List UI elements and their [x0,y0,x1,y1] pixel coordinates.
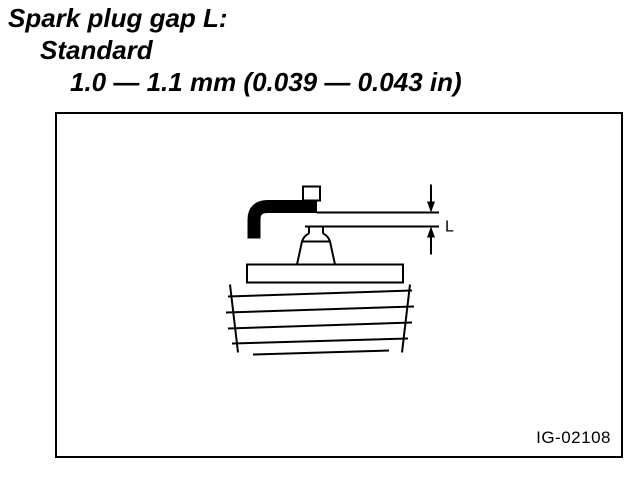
dimension-arrow-bottom [427,226,435,255]
spec-block: Spark plug gap L: Standard 1.0 — 1.1 mm … [0,2,462,98]
figure-frame: L [55,112,623,458]
gap-label: L [445,219,454,236]
insulator-nose [296,232,336,265]
spec-title: Spark plug gap L: [8,3,228,33]
figure-id: IG-02108 [536,428,611,447]
shell-body [246,263,404,284]
spec-subtitle: Standard [40,35,153,65]
electrode-tab [302,185,321,202]
spark-plug-illustration: L [225,184,454,356]
dimension-arrow-top [427,184,435,213]
ground-electrode [247,185,321,239]
center-electrode [308,226,324,234]
gap-lines [305,211,439,228]
spec-value: 1.0 — 1.1 mm (0.039 — 0.043 in) [70,67,462,97]
thread-section [225,284,415,356]
